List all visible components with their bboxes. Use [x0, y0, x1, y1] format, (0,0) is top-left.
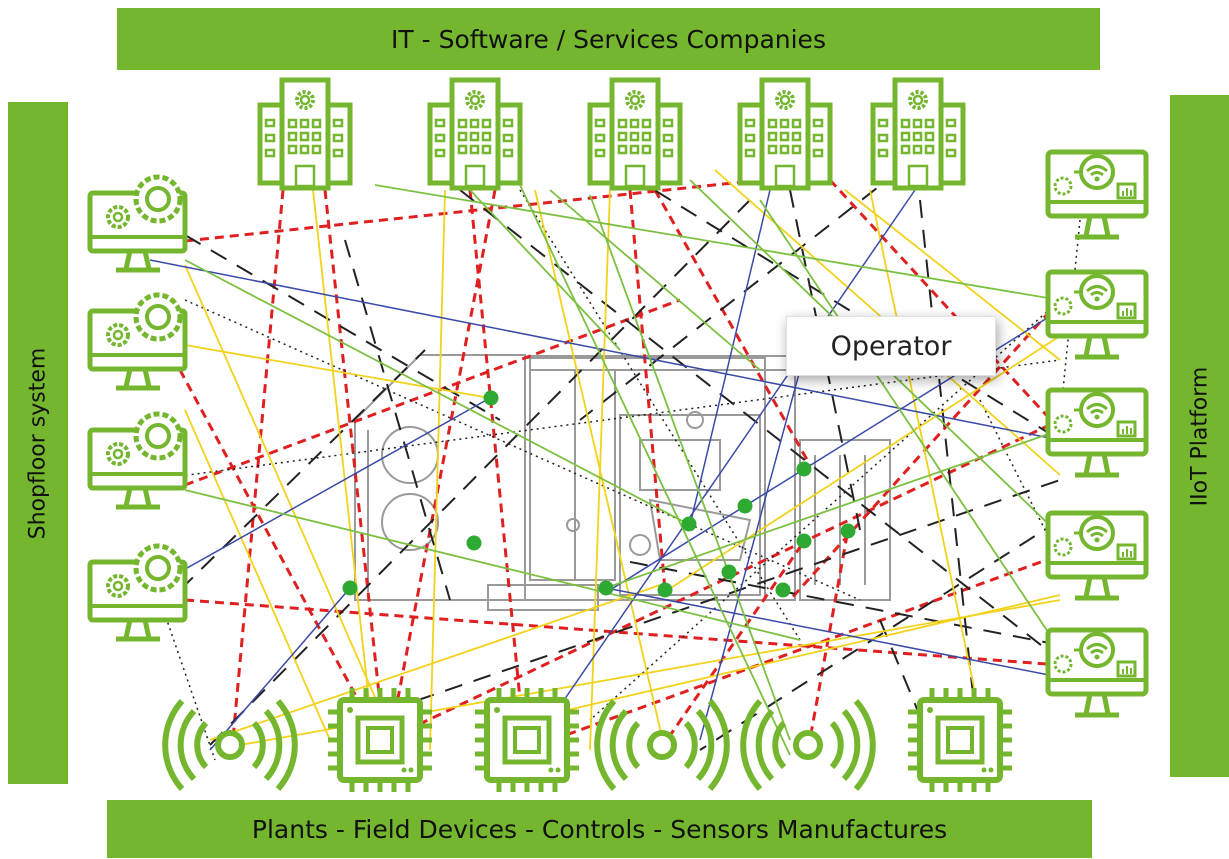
plants-devices-label: Plants - Field Devices - Controls - Sens…: [251, 814, 948, 844]
green-dot-icon: [657, 582, 673, 598]
monitor-gear-icon: [90, 414, 185, 507]
green-dot-icon: [840, 523, 856, 539]
shopfloor-banner: Shopfloor system: [8, 102, 68, 784]
plants-devices-banner: Plants - Field Devices - Controls - Sens…: [107, 800, 1092, 858]
monitor-gear-icon: [90, 295, 185, 388]
monitor-gear-icon: [90, 546, 185, 639]
microchip-icon: [328, 688, 432, 792]
green-dot-icon: [796, 533, 812, 549]
green-dot-icon: [737, 498, 753, 514]
green-dot-icon: [598, 580, 614, 596]
monitor-wifi-chart-icon: [1048, 390, 1146, 475]
iiot-banner: IIoT Platform: [1170, 95, 1229, 777]
green-dot-icon: [483, 390, 499, 406]
green-dot-icon: [681, 516, 697, 532]
it-companies-label: IT - Software / Services Companies: [391, 24, 826, 54]
green-dot-icon: [721, 564, 737, 580]
monitor-gear-icon: [90, 177, 185, 270]
office-building-gear-icon: [430, 80, 520, 188]
monitor-wifi-chart-icon: [1048, 152, 1146, 237]
operator-label: Operator: [830, 330, 952, 362]
microchip-icon: [475, 688, 579, 792]
monitor-wifi-chart-icon: [1048, 630, 1146, 715]
node-dots: [342, 390, 856, 598]
wireless-signal-icon: [743, 701, 873, 789]
green-dot-icon: [775, 582, 791, 598]
operator-label-box: Operator: [786, 316, 996, 376]
monitor-wifi-chart-icon: [1048, 513, 1146, 598]
monitor-wifi-chart-icon: [1048, 272, 1146, 357]
it-companies-banner: IT - Software / Services Companies: [117, 8, 1100, 70]
green-dot-icon: [796, 461, 812, 477]
office-building-gear-icon: [260, 80, 350, 188]
wireless-signal-icon: [165, 701, 295, 789]
office-building-gear-icon: [873, 80, 963, 188]
green-dot-icon: [466, 535, 482, 551]
microchip-icon: [908, 688, 1012, 792]
green-dot-icon: [342, 580, 358, 596]
office-building-gear-icon: [590, 80, 680, 188]
office-building-gear-icon: [740, 80, 830, 188]
